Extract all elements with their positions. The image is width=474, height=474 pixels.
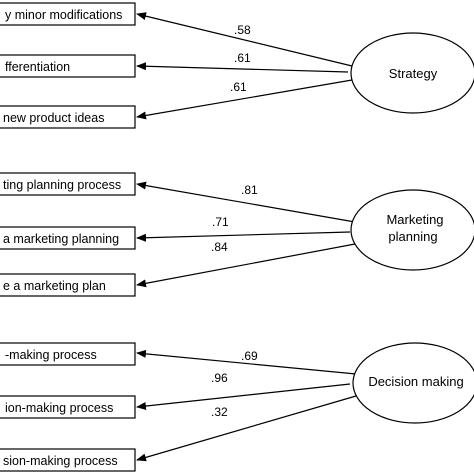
factor-group-marketing-planning: ting planning process a marketing planni… xyxy=(0,172,474,297)
indicator-label: ion-making process xyxy=(5,401,113,415)
loading-arrow xyxy=(136,231,351,242)
loading-value: .84 xyxy=(211,240,228,254)
indicator-box: ion-making process xyxy=(0,395,136,419)
latent-factor-label: planning xyxy=(388,229,437,244)
indicator-label: a marketing planning xyxy=(3,232,119,246)
indicator-box: ting planning process xyxy=(0,172,136,196)
loading-value: .61 xyxy=(234,51,251,65)
loading-arrow xyxy=(136,79,353,120)
factor-group-decision-making: -making process ion-making process sion-… xyxy=(0,342,474,472)
indicator-box: fferentiation xyxy=(0,54,136,78)
loading-value: .32 xyxy=(211,405,228,419)
latent-factor-label: Decision making xyxy=(368,374,463,389)
loading-value: .71 xyxy=(212,215,229,229)
indicator-label: sion-making process xyxy=(3,454,118,468)
indicator-box: y minor modifications xyxy=(0,2,136,26)
loading-arrow xyxy=(136,383,351,411)
loading-value: .61 xyxy=(230,80,247,94)
latent-factor-ellipse xyxy=(350,32,474,114)
loading-value: .81 xyxy=(241,183,258,197)
indicator-box: new product ideas xyxy=(0,105,136,129)
latent-factor-label: Marketing xyxy=(386,212,443,227)
indicator-box: a marketing planning xyxy=(0,226,136,250)
indicator-label: fferentiation xyxy=(5,60,70,74)
indicator-box: e a marketing plan xyxy=(0,273,136,297)
latent-factor-ellipse xyxy=(350,189,474,271)
loading-arrow xyxy=(136,181,356,223)
indicator-box: -making process xyxy=(0,342,136,366)
loading-value: .96 xyxy=(211,371,228,385)
indicator-label: y minor modifications xyxy=(5,8,122,22)
latent-factor-label: Strategy xyxy=(389,66,438,81)
loading-arrow xyxy=(136,243,356,288)
loading-arrow xyxy=(136,395,357,462)
indicator-box: sion-making process xyxy=(0,448,136,472)
indicator-label: ting planning process xyxy=(3,178,121,192)
latent-factor-ellipse xyxy=(352,342,474,424)
indicator-label: new product ideas xyxy=(3,111,104,125)
loading-value: .58 xyxy=(234,23,251,37)
factor-group-strategy: y minor modifications fferentiation new … xyxy=(0,2,474,129)
indicator-label: e a marketing plan xyxy=(3,279,106,293)
loading-arrow xyxy=(136,62,349,73)
indicator-label: -making process xyxy=(5,348,97,362)
loading-value: .69 xyxy=(241,349,258,363)
loading-arrow xyxy=(136,12,353,67)
loading-arrow xyxy=(136,349,357,375)
